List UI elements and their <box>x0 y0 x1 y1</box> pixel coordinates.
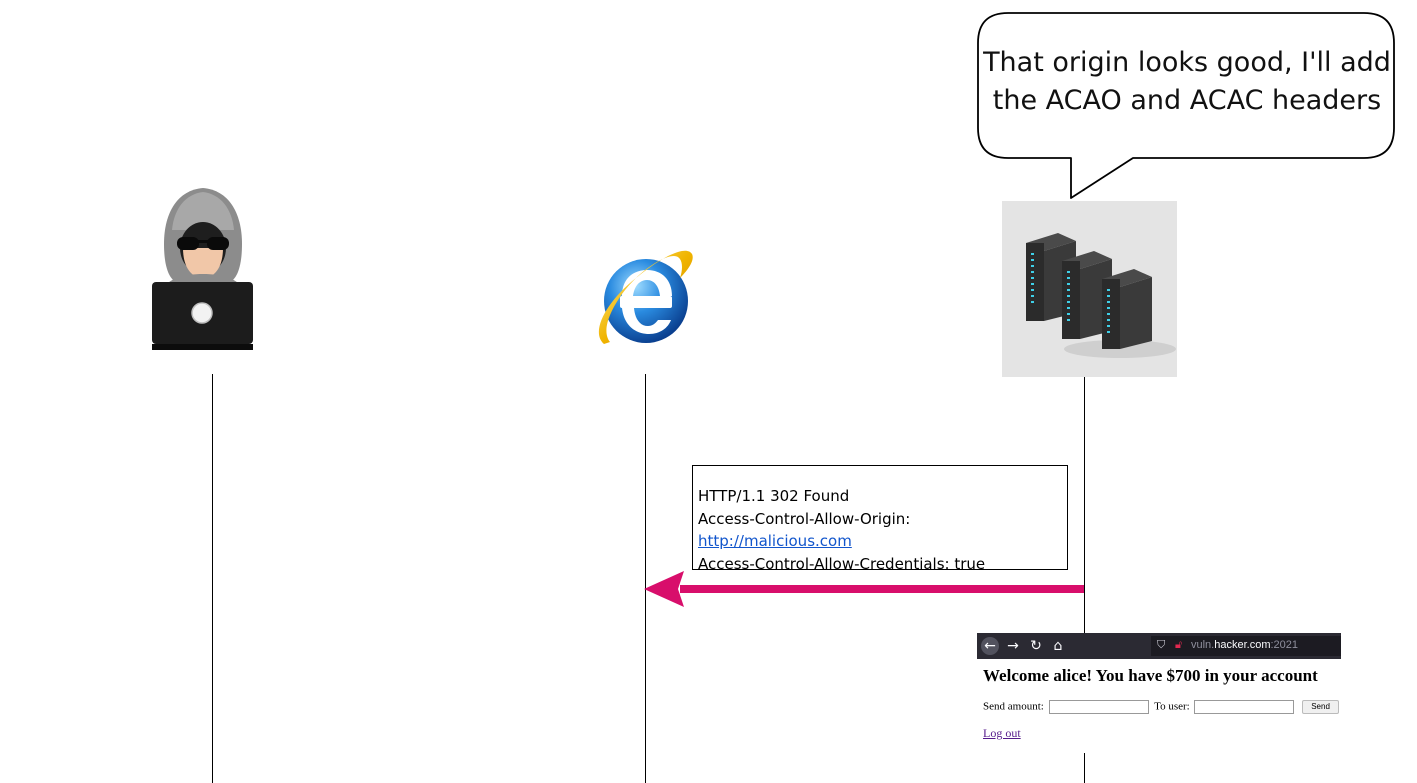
send-amount-label: Send amount: <box>983 700 1044 713</box>
hacker-icon <box>152 188 253 350</box>
acao-header: Access-Control-Allow-Origin: http://mali… <box>698 508 1067 553</box>
to-user-input[interactable] <box>1194 700 1295 714</box>
embedded-browser-screenshot: ← → ↻ ⌂ ⛉ 🔓︎ vuln.hacker.com:2021 Welcom… <box>977 633 1341 753</box>
home-icon[interactable]: ⌂ <box>1053 638 1063 654</box>
reload-icon[interactable]: ↻ <box>1030 638 1042 654</box>
welcome-heading: Welcome alice! You have $700 in your acc… <box>983 666 1318 685</box>
internet-explorer-icon <box>598 250 693 344</box>
server-rack-icon <box>1002 201 1177 377</box>
acao-header-name: Access-Control-Allow-Origin: <box>698 509 911 528</box>
http-response-box: HTTP/1.1 302 Found Access-Control-Allow-… <box>692 465 1068 573</box>
url-text: vuln.hacker.com:2021 <box>1191 639 1299 651</box>
insecure-lock-icon: 🔓︎ <box>1175 639 1183 651</box>
acao-origin-link[interactable]: http://malicious.com <box>698 532 852 550</box>
shield-icon: ⛉ <box>1157 639 1166 651</box>
to-user-label: To user: <box>1154 700 1190 713</box>
send-amount-input[interactable] <box>1048 700 1149 714</box>
server-lifeline <box>1084 377 1085 783</box>
status-line: HTTP/1.1 302 Found <box>698 487 850 505</box>
server-rack-drawing <box>1026 233 1176 358</box>
response-arrow-shaft <box>680 585 1084 593</box>
send-button[interactable]: Send <box>1302 700 1339 714</box>
speech-bubble-line-1: That origin looks good, I'll add <box>983 47 1391 78</box>
attacker-lifeline <box>212 374 213 783</box>
browser-toolbar: ← → ↻ ⌂ ⛉ 🔓︎ vuln.hacker.com:2021 <box>977 633 1341 659</box>
back-icon[interactable]: ← <box>981 637 999 655</box>
transfer-form: Send amount: To user: Send <box>983 700 1339 714</box>
response-arrow-head <box>644 571 684 607</box>
response-arrow <box>644 571 1084 607</box>
speech-bubble-line-2: the ACAO and ACAC headers <box>992 85 1382 116</box>
browser-lifeline <box>645 374 646 783</box>
acac-header: Access-Control-Allow-Credentials: true <box>698 554 986 573</box>
speech-bubble-text: That origin looks good, I'll add the ACA… <box>980 44 1394 120</box>
url-bar[interactable]: ⛉ 🔓︎ vuln.hacker.com:2021 <box>1151 636 1341 656</box>
logout-link[interactable]: Log out <box>983 726 1021 740</box>
forward-icon[interactable]: → <box>1007 638 1019 654</box>
server-unit-3 <box>1102 269 1152 349</box>
